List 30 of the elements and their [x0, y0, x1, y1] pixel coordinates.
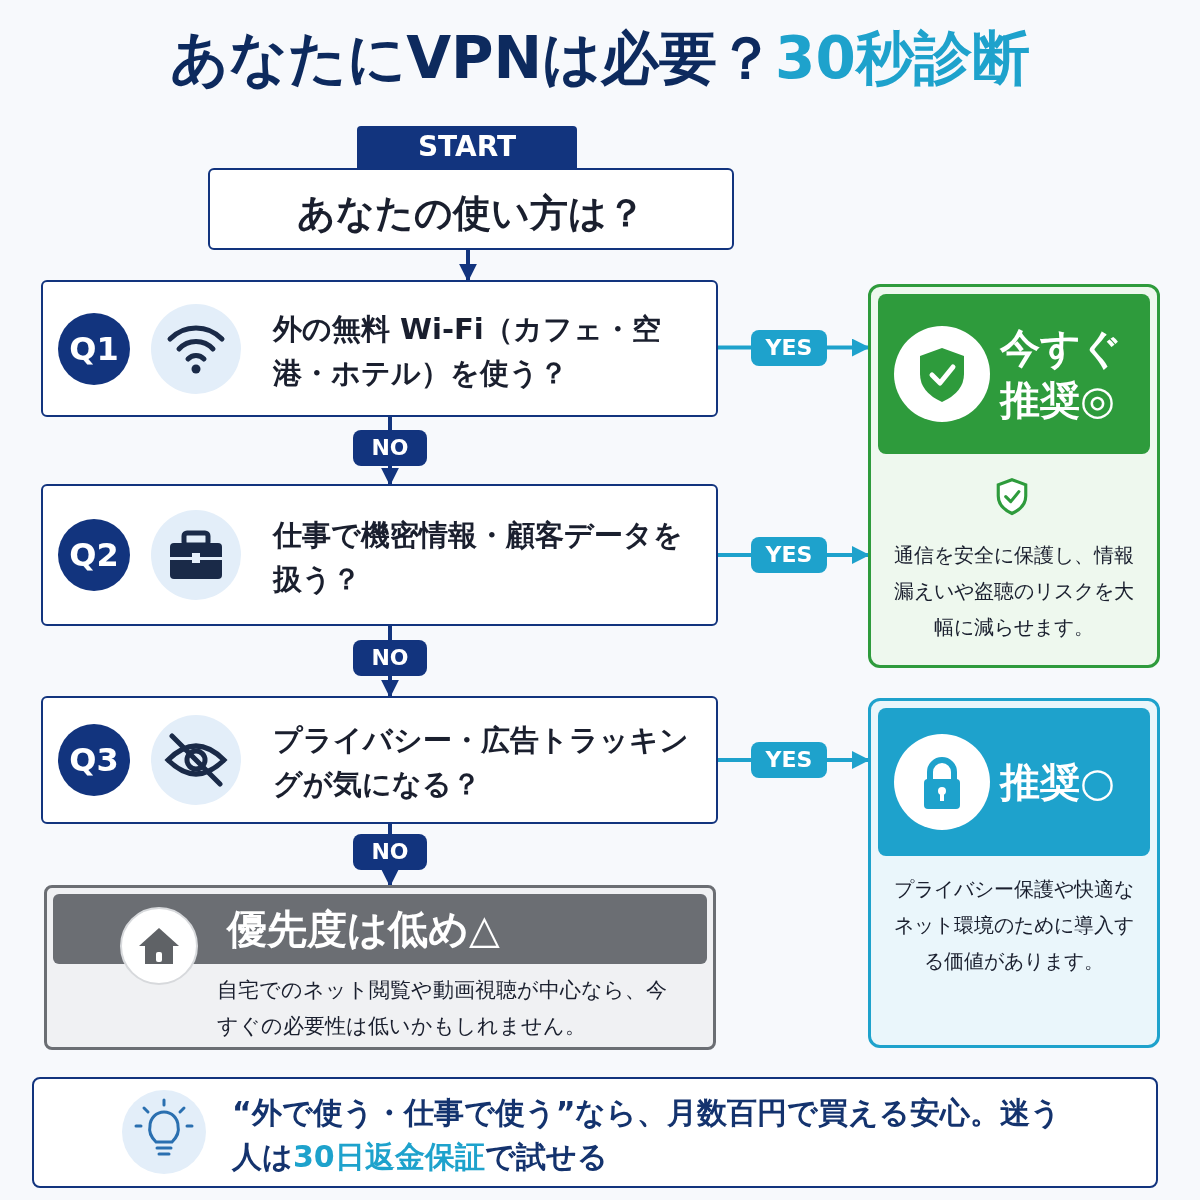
edge-label: YES: [751, 742, 827, 778]
question-text: 仕事で機密情報・顧客データを扱う？: [273, 517, 684, 598]
arrow: [459, 250, 477, 282]
question-number-badge: Q3: [58, 724, 130, 796]
title: あなたにVPNは必要？30秒診断: [169, 23, 1031, 94]
question-box: [41, 484, 718, 626]
edge-label: NO: [353, 640, 427, 676]
result-text: 自宅でのネット閲覧や動画視聴が中心なら、今すぐの必要性は低いかもしれません。: [217, 977, 667, 1040]
question-box: [41, 696, 718, 824]
start-tab: START: [357, 126, 577, 168]
result-card: [44, 885, 716, 1050]
result-card: [868, 698, 1160, 1048]
result-text: 通信を安全に保護し、情報漏えいや盗聴のリスクを大幅に減らせます。: [893, 542, 1135, 641]
edge-label: YES: [751, 329, 827, 366]
question-text: 外の無料 Wi-Fi（カフェ・空港・ホテル）を使う？: [273, 310, 662, 392]
result-title: 優先度は低め△: [227, 905, 500, 954]
result-title: 推奨○: [1000, 758, 1116, 807]
question-text: あなたの使い方は？: [296, 190, 646, 237]
tip-text: “外で使う・仕事で使う”なら、月数百円で買える安心。迷う人は30日返金保証で試せる: [232, 1094, 1062, 1176]
edge-label: NO: [353, 833, 427, 870]
question-box: [41, 280, 718, 417]
question-number-badge: Q2: [58, 519, 130, 591]
result-text: プライバシー保護や快適なネット環境のために導入する価値があります。: [893, 876, 1135, 975]
edge-label: NO: [353, 429, 427, 466]
result-card: [868, 284, 1160, 668]
question-text: プライバシー・広告トラッキングが気になる？: [273, 722, 690, 803]
edge-label: YES: [751, 537, 827, 573]
result-title: 今すぐ推奨◎: [1000, 324, 1123, 425]
question-number-badge: Q1: [58, 312, 130, 385]
tip-box: [32, 1077, 1158, 1188]
